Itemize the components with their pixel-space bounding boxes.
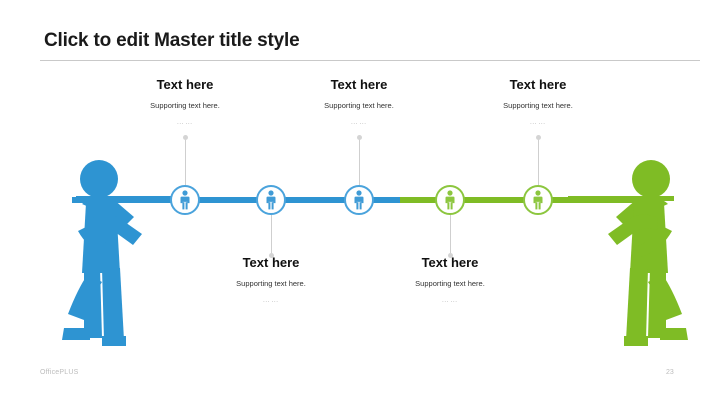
- milestone-node-2[interactable]: [256, 185, 286, 215]
- leader-dot-top-2: [357, 135, 362, 140]
- person-icon: [442, 190, 458, 210]
- leader-dot-top-3: [536, 135, 541, 140]
- person-icon: [263, 190, 279, 210]
- timeline-bar-blue: [72, 197, 407, 203]
- callout-top-2[interactable]: Text here Supporting text here. ……: [284, 77, 434, 127]
- callout-supporting-text: Supporting text here.: [503, 101, 573, 111]
- leader-line-top-1: [185, 137, 186, 185]
- callout-ellipsis: ……: [350, 117, 368, 127]
- milestone-node-5[interactable]: [523, 185, 553, 215]
- leader-line-bottom-2: [450, 215, 451, 255]
- callout-heading: Text here: [156, 77, 214, 92]
- title-divider: [40, 60, 700, 61]
- leader-line-top-2: [359, 137, 360, 185]
- callout-bottom-1[interactable]: Text here Supporting text here. ……: [196, 255, 346, 305]
- leader-dot-bottom-2: [448, 253, 453, 258]
- callout-ellipsis: ……: [441, 295, 459, 305]
- callout-ellipsis: ……: [262, 295, 280, 305]
- callout-ellipsis: ……: [176, 117, 194, 127]
- footer-page-number: 23: [666, 369, 674, 376]
- leader-line-bottom-1: [271, 215, 272, 255]
- callout-supporting-text: Supporting text here.: [236, 279, 306, 289]
- milestone-node-1[interactable]: [170, 185, 200, 215]
- callout-heading: Text here: [421, 255, 479, 270]
- callout-top-1[interactable]: Text here Supporting text here. ……: [110, 77, 260, 127]
- milestone-node-3[interactable]: [344, 185, 374, 215]
- person-icon: [351, 190, 367, 210]
- callout-heading: Text here: [242, 255, 300, 270]
- callout-ellipsis: ……: [529, 117, 547, 127]
- callout-supporting-text: Supporting text here.: [415, 279, 485, 289]
- callout-top-3[interactable]: Text here Supporting text here. ……: [463, 77, 613, 127]
- footer-brand: OfficePLUS: [40, 369, 79, 376]
- callout-supporting-text: Supporting text here.: [324, 101, 394, 111]
- leader-dot-bottom-1: [269, 253, 274, 258]
- figure-left: [62, 156, 182, 351]
- callout-heading: Text here: [509, 77, 567, 92]
- milestone-node-4[interactable]: [435, 185, 465, 215]
- person-icon: [530, 190, 546, 210]
- page-title: Click to edit Master title style: [44, 30, 300, 51]
- person-icon: [177, 190, 193, 210]
- callout-heading: Text here: [330, 77, 388, 92]
- leader-dot-top-1: [183, 135, 188, 140]
- callout-bottom-2[interactable]: Text here Supporting text here. ……: [375, 255, 525, 305]
- callout-supporting-text: Supporting text here.: [150, 101, 220, 111]
- leader-line-top-3: [538, 137, 539, 185]
- figure-right: [568, 156, 688, 351]
